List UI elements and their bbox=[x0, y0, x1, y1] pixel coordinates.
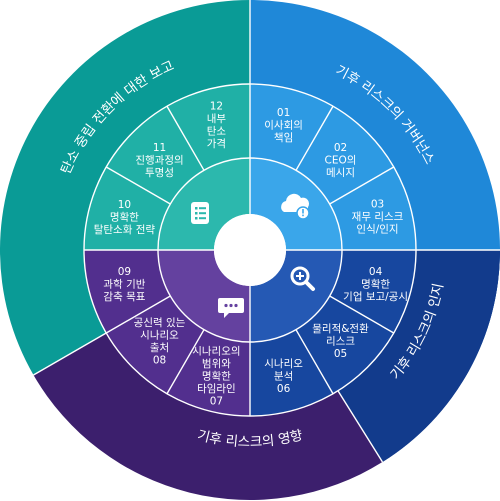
ring-dividers bbox=[33, 0, 500, 463]
segment-text: 탄소 bbox=[207, 126, 227, 138]
segment-number: 10 bbox=[118, 199, 131, 211]
segment-number: 02 bbox=[334, 142, 347, 154]
inner-quadrant-navy bbox=[250, 250, 342, 342]
segment-11 bbox=[106, 106, 204, 204]
segment-text: CEO의 bbox=[325, 155, 357, 167]
segment-text: 출처 bbox=[150, 342, 169, 354]
segment-text: 시나리오 bbox=[264, 358, 303, 370]
inner-quadrant-purple bbox=[158, 250, 250, 342]
segment-text: 감축 목표 bbox=[103, 291, 145, 303]
segment-number: 03 bbox=[371, 198, 384, 210]
segment-text: 범위와 bbox=[202, 357, 231, 370]
segment-divider bbox=[329, 295, 395, 334]
segment-4 bbox=[329, 250, 416, 333]
segment-divider bbox=[166, 105, 205, 171]
segment-text: 기업 보고/공시 bbox=[343, 290, 408, 303]
segment-text: 책임 bbox=[274, 131, 293, 144]
quadrant-title-impact: 기후 리스크의 영향 bbox=[196, 427, 305, 450]
segment-text: 공신력 있는 bbox=[134, 317, 186, 329]
segment-3 bbox=[329, 167, 416, 250]
segment-text: 메시지 bbox=[326, 167, 355, 179]
segment-number: 08 bbox=[153, 354, 166, 366]
segment-divider bbox=[295, 329, 334, 395]
segment-text: 물리적&전환 bbox=[312, 323, 369, 335]
segment-text: 분석 bbox=[274, 371, 293, 383]
segment-text: 재무 리스크 bbox=[352, 211, 404, 223]
segment-number: 01 bbox=[277, 107, 290, 119]
segment-10 bbox=[84, 167, 171, 250]
segment-text: 이사회의 bbox=[264, 119, 303, 131]
segment-9 bbox=[84, 250, 171, 333]
segment-number: 09 bbox=[118, 266, 131, 278]
segment-divider bbox=[105, 166, 171, 205]
inner-ring-border bbox=[157, 157, 343, 343]
speech-bubble-icon bbox=[218, 298, 244, 318]
segment-number: 12 bbox=[210, 101, 223, 113]
segment-7 bbox=[167, 329, 250, 416]
segment-number: 04 bbox=[369, 266, 383, 278]
outer-segment-navy bbox=[337, 250, 500, 463]
segment-text: 인식/인지 bbox=[356, 223, 398, 235]
segment-6 bbox=[250, 329, 333, 416]
middle-ring bbox=[84, 84, 416, 416]
segment-divider bbox=[329, 166, 395, 205]
segment-text: 타임라인 bbox=[197, 382, 236, 395]
segment-1 bbox=[250, 84, 333, 171]
segment-text: 명확한 bbox=[110, 210, 139, 223]
segment-text: 가격 bbox=[207, 137, 226, 150]
segment-number: 06 bbox=[277, 383, 291, 395]
document-list-icon bbox=[191, 202, 209, 224]
segment-text: 진행과정의 bbox=[135, 155, 183, 167]
segment-text: 투명성 bbox=[145, 167, 174, 179]
segment-8 bbox=[106, 296, 204, 394]
center-hole bbox=[214, 214, 286, 286]
outer-divider bbox=[337, 390, 384, 463]
segment-divider bbox=[105, 295, 171, 334]
segment-2 bbox=[296, 106, 394, 204]
segment-text: 리스크 bbox=[326, 336, 355, 348]
segment-divider bbox=[166, 329, 205, 395]
segment-12 bbox=[167, 84, 250, 171]
segment-text: 내부 bbox=[207, 113, 227, 125]
segment-text: 명확한 bbox=[202, 370, 231, 383]
segment-number: 07 bbox=[210, 396, 223, 408]
cloud-alert-icon bbox=[281, 193, 310, 220]
segment-divider bbox=[295, 105, 334, 171]
segment-number: 11 bbox=[153, 142, 166, 154]
segment-number: 05 bbox=[334, 348, 347, 360]
outer-segment-purple bbox=[33, 333, 383, 501]
segment-text: 시나리오 bbox=[140, 329, 179, 341]
segment-text: 과학 기반 bbox=[103, 279, 145, 291]
magnifier-plus-icon bbox=[290, 266, 315, 291]
quadrant-icons bbox=[191, 193, 315, 318]
middle-ring-border bbox=[83, 83, 417, 417]
segment-text: 탈탄소화 전략 bbox=[94, 223, 156, 236]
outer-segment-teal bbox=[0, 0, 250, 375]
segment-text: 시나리오의 bbox=[192, 346, 240, 358]
segment-text: 명확한 bbox=[361, 278, 390, 291]
outer-divider bbox=[33, 332, 107, 376]
segment-5 bbox=[296, 296, 394, 394]
